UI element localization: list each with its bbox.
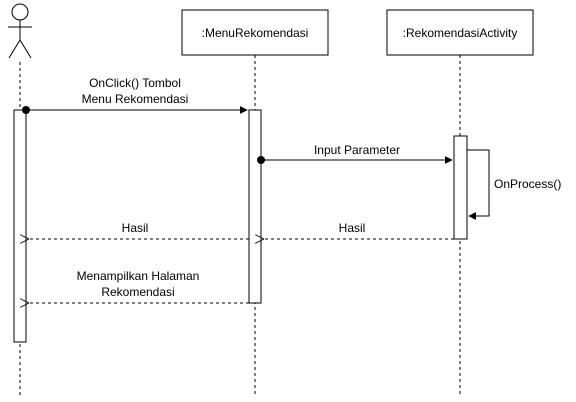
message-onclick: OnClick() Tombol Menu Rekomendasi — [22, 76, 248, 114]
message-menampilkan-line1: Menampilkan Halaman — [77, 269, 200, 283]
activation-menu — [248, 109, 262, 304]
message-hasil-to-menu-label: Hasil — [339, 221, 366, 235]
participant-activity-label: :RekomendasiActivity — [403, 26, 518, 40]
message-input-parameter-label: Input Parameter — [314, 143, 400, 157]
actor-user — [8, 3, 32, 59]
participant-menu-rekomendasi: :MenuRekomendasi — [181, 9, 329, 56]
activation-activity — [453, 135, 468, 240]
message-onclick-line2: Menu Rekomendasi — [82, 92, 189, 106]
message-onprocess-label: OnProcess() — [494, 177, 561, 191]
message-hasil-to-actor-label: Hasil — [122, 221, 149, 235]
message-onclick-line1: OnClick() Tombol — [89, 76, 181, 90]
message-onprocess: OnProcess() — [467, 149, 561, 220]
participant-rekomendasi-activity: :RekomendasiActivity — [386, 9, 534, 56]
participant-menu-label: :MenuRekomendasi — [202, 26, 309, 40]
message-menampilkan: Menampilkan Halaman Rekomendasi — [28, 269, 249, 303]
message-hasil-to-actor: Hasil — [28, 221, 249, 239]
activation-actor — [13, 109, 27, 343]
message-menampilkan-line2: Rekomendasi — [101, 285, 174, 299]
message-input-parameter: Input Parameter — [257, 143, 453, 164]
message-hasil-to-menu: Hasil — [263, 221, 454, 239]
